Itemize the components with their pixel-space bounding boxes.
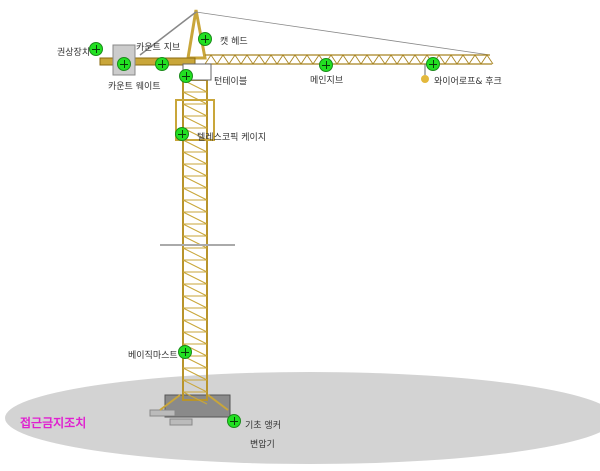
jib-brace — [480, 54, 494, 65]
mast-brace — [182, 91, 208, 105]
label-telescopic-cage: 텔레스코픽 케이지 — [197, 133, 267, 143]
mast-brace — [182, 247, 208, 261]
hotspot-turntable[interactable] — [179, 69, 193, 83]
jib-brace — [216, 54, 230, 65]
label-counter-jib: 카운트 지브 — [136, 43, 181, 53]
hotspot-telescopic-cage[interactable] — [175, 127, 189, 141]
jib-brace — [396, 54, 410, 65]
jib-brace — [444, 54, 458, 65]
hotspot-hoist[interactable] — [89, 42, 103, 56]
hotspot-counter-jib[interactable] — [155, 57, 169, 71]
jib-brace — [384, 54, 398, 65]
mast-brace — [182, 391, 208, 405]
jib-brace — [408, 54, 422, 65]
jib-brace — [276, 54, 290, 65]
mast-brace — [182, 295, 208, 309]
hotspot-wire-hook[interactable] — [426, 57, 440, 71]
jib-brace — [468, 54, 482, 65]
mast-brace — [182, 115, 208, 129]
jib-brace — [336, 54, 350, 65]
mast-brace — [182, 283, 208, 297]
mast-brace — [182, 187, 208, 201]
jib-brace — [264, 54, 278, 65]
telescopic-cage-frame — [175, 99, 215, 141]
label-hoist: 권상장치 — [57, 48, 91, 58]
mast-brace — [182, 379, 208, 393]
mast-brace — [182, 139, 208, 153]
mast-brace — [182, 307, 208, 321]
mast-brace — [182, 223, 208, 237]
label-wire-hook: 와이어로프& 후크 — [434, 77, 502, 87]
hotspot-foundation-anchor[interactable] — [227, 414, 241, 428]
jib-brace — [300, 54, 314, 65]
hotspot-counterweight[interactable] — [117, 57, 131, 71]
label-restricted-area: 접근금지조치 — [20, 416, 87, 430]
mast-brace — [182, 367, 208, 381]
mast-brace — [182, 175, 208, 189]
hook — [421, 75, 429, 83]
jib-brace — [252, 54, 266, 65]
jib-brace — [348, 54, 362, 65]
hotspot-cat-head[interactable] — [198, 32, 212, 46]
hotspot-basic-mast[interactable] — [178, 345, 192, 359]
label-cat-head: 캣 헤드 — [220, 37, 248, 47]
label-transformer: 변압기 — [250, 440, 275, 450]
restricted-zone — [5, 372, 600, 464]
jib-brace — [204, 54, 218, 65]
mast-brace — [182, 211, 208, 225]
mast-brace — [182, 199, 208, 213]
mast-brace — [182, 271, 208, 285]
mast-brace — [182, 151, 208, 165]
jib-brace — [372, 54, 386, 65]
label-main-jib: 메인지브 — [310, 76, 344, 86]
label-turntable: 턴테이블 — [214, 77, 248, 87]
mast-brace — [182, 331, 208, 345]
mast-brace — [182, 259, 208, 273]
jib-brace — [360, 54, 374, 65]
hotspot-main-jib[interactable] — [319, 58, 333, 72]
jib-brace — [228, 54, 242, 65]
mast-brace — [182, 319, 208, 333]
label-basic-mast: 베이직마스트 — [128, 351, 178, 361]
label-counterweight: 카운트 웨이트 — [108, 82, 161, 92]
counter-jib — [99, 57, 196, 66]
mast-brace — [182, 235, 208, 249]
mast-brace — [182, 163, 208, 177]
jib-brace — [456, 54, 470, 65]
mast-brace — [182, 103, 208, 117]
jib-brace — [288, 54, 302, 65]
jib-brace — [240, 54, 254, 65]
label-foundation-anchor: 기초 앵커 — [245, 421, 281, 431]
